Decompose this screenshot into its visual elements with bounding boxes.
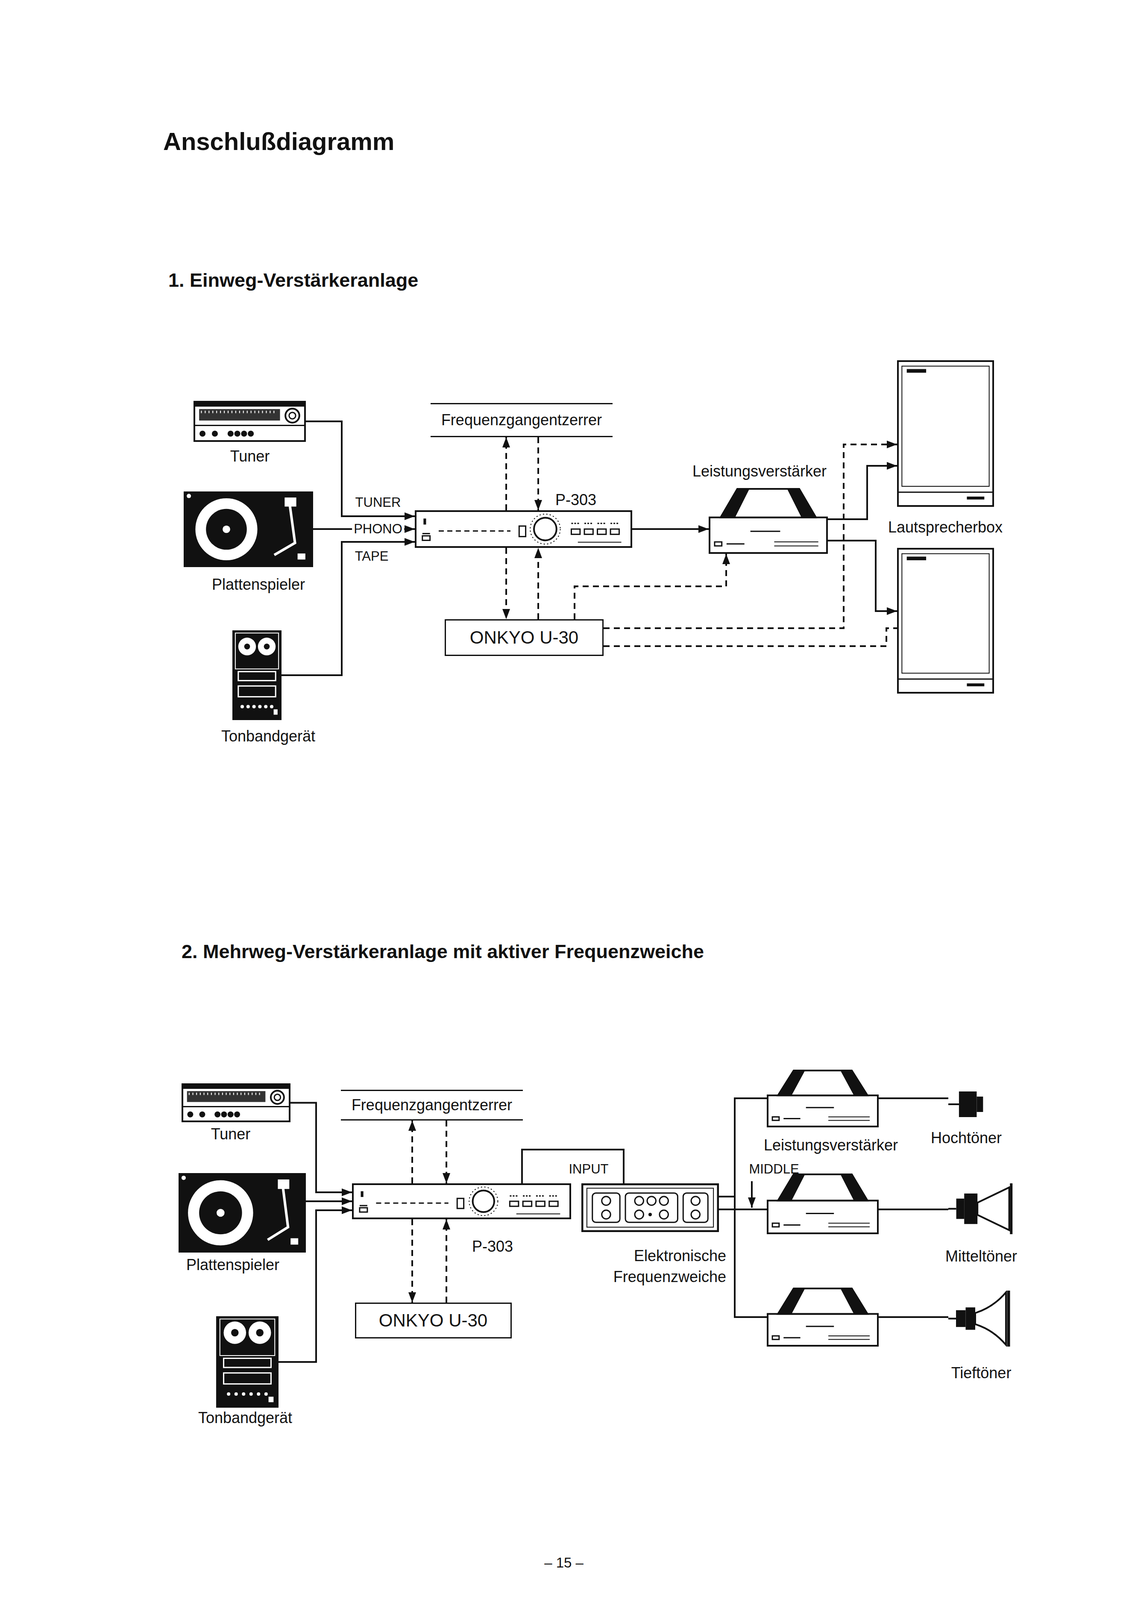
power-amplifier: Leistungsverstärker xyxy=(766,1068,879,1127)
tuner-device: Tuner xyxy=(193,400,306,442)
wire xyxy=(734,1196,767,1317)
signal-connector xyxy=(445,1120,448,1183)
box-label: ONKYO U-30 xyxy=(469,626,579,649)
tweeter-illustration xyxy=(948,1090,984,1117)
turntable-device: Plattenspieler xyxy=(178,1172,306,1253)
input-label: TUNER xyxy=(353,495,403,510)
wire xyxy=(827,540,898,611)
signal-connector xyxy=(878,1096,949,1099)
wire xyxy=(718,1208,767,1210)
tuner-illustration xyxy=(193,400,306,442)
device-label: P-303 xyxy=(472,1236,514,1256)
signal-connector xyxy=(445,1218,448,1303)
page-title: Anschlußdiagramm xyxy=(163,126,395,157)
wire xyxy=(878,1315,949,1318)
turntable-illustration xyxy=(178,1172,306,1253)
page-number: – 15 – xyxy=(544,1553,584,1571)
tape-illustration xyxy=(216,1315,279,1408)
signal-connector xyxy=(411,1120,414,1183)
device-label: Mitteltöner xyxy=(945,1246,1018,1265)
tape-recorder: Tonbandgerät xyxy=(232,630,282,720)
device-label: Hochtöner xyxy=(930,1128,1002,1147)
midrange-speaker: Mitteltöner xyxy=(948,1182,1015,1234)
section-heading: 2. Mehrweg-Verstärkeranlage mit aktiver … xyxy=(181,939,704,963)
turntable-illustration xyxy=(183,491,314,567)
box-label: ONKYO U-30 xyxy=(378,1309,488,1331)
device-label: Plattenspieler xyxy=(211,574,305,594)
horn-illustration xyxy=(948,1182,1015,1234)
signal-connector xyxy=(522,1149,624,1183)
tweeter: Hochtöner xyxy=(948,1090,984,1117)
preamplifier: P-303 xyxy=(414,510,633,548)
tuner-illustration xyxy=(181,1082,291,1122)
power-amplifier: Leistungsverstärker xyxy=(708,487,828,554)
device-label: Tonbandgerät xyxy=(198,1407,293,1427)
signal-connector xyxy=(305,1199,352,1202)
preamplifier: P-303 xyxy=(351,1182,572,1219)
signal-connector xyxy=(574,553,727,619)
signal-connector xyxy=(603,444,898,628)
device-label: Leistungsverstärker xyxy=(763,1135,898,1154)
signal-connector xyxy=(505,547,508,619)
device-label: Elektronische Frequenzweiche xyxy=(551,1245,727,1287)
amp-illustration xyxy=(767,1287,878,1346)
device-label: P-303 xyxy=(555,490,597,509)
device-label: Leistungsverstärker xyxy=(692,461,827,481)
turntable-device: Plattenspieler xyxy=(183,491,314,567)
speaker-illustration xyxy=(897,548,994,693)
preamp-illustration xyxy=(414,510,633,548)
u30-box: ONKYO U-30 xyxy=(444,618,604,656)
wire xyxy=(878,1208,949,1210)
wire xyxy=(750,1180,753,1208)
signal-connector xyxy=(411,1218,414,1303)
box-label: Frequenzgangentzerrer xyxy=(441,410,602,429)
device-label: Tuner xyxy=(211,1124,251,1143)
device-label: Lautsprecherbox xyxy=(888,517,1003,537)
wire xyxy=(603,627,898,646)
amp-illustration xyxy=(766,1068,879,1127)
speaker-illustration xyxy=(897,360,995,507)
amp-illustration xyxy=(708,487,828,554)
speaker-box: Lautsprecherbox xyxy=(897,360,995,507)
preamp-illustration xyxy=(351,1182,572,1219)
equalizer-box: Frequenzgangentzerrer xyxy=(340,1089,523,1121)
crossover-illustration xyxy=(581,1182,719,1232)
u30-box: ONKYO U-30 xyxy=(354,1302,512,1338)
device-label: Tonbandgerät xyxy=(221,726,316,745)
woofer: Tieftöner xyxy=(948,1290,1013,1347)
signal-connector xyxy=(537,547,540,619)
signal-connector xyxy=(305,421,415,517)
signal-connector xyxy=(827,465,898,520)
electronic-crossover: Elektronische Frequenzweiche xyxy=(581,1182,719,1232)
signal-connector xyxy=(632,527,709,530)
signal-name: MIDDLE xyxy=(748,1160,799,1177)
input-label: PHONO xyxy=(351,521,405,537)
amp-illustration xyxy=(767,1173,878,1233)
section-heading: 1. Einweg-Verstärkeranlage xyxy=(168,268,419,292)
device-label: Plattenspieler xyxy=(186,1255,280,1274)
device-label: Tieftöner xyxy=(951,1363,1012,1382)
tape-illustration xyxy=(232,630,282,720)
signal-connector xyxy=(718,1097,767,1197)
tuner-device: Tuner xyxy=(181,1082,291,1122)
device-label: Tuner xyxy=(230,446,270,466)
tape-recorder: Tonbandgerät xyxy=(216,1315,279,1408)
signal-connector xyxy=(537,436,540,511)
equalizer-box: Frequenzgangentzerrer xyxy=(430,402,613,437)
box-label: Frequenzgangentzerrer xyxy=(351,1095,513,1114)
input-label: INPUT xyxy=(567,1161,611,1176)
woofer-illustration xyxy=(948,1290,1013,1347)
signal-connector xyxy=(505,436,508,511)
input-label: TAPE xyxy=(353,548,391,564)
